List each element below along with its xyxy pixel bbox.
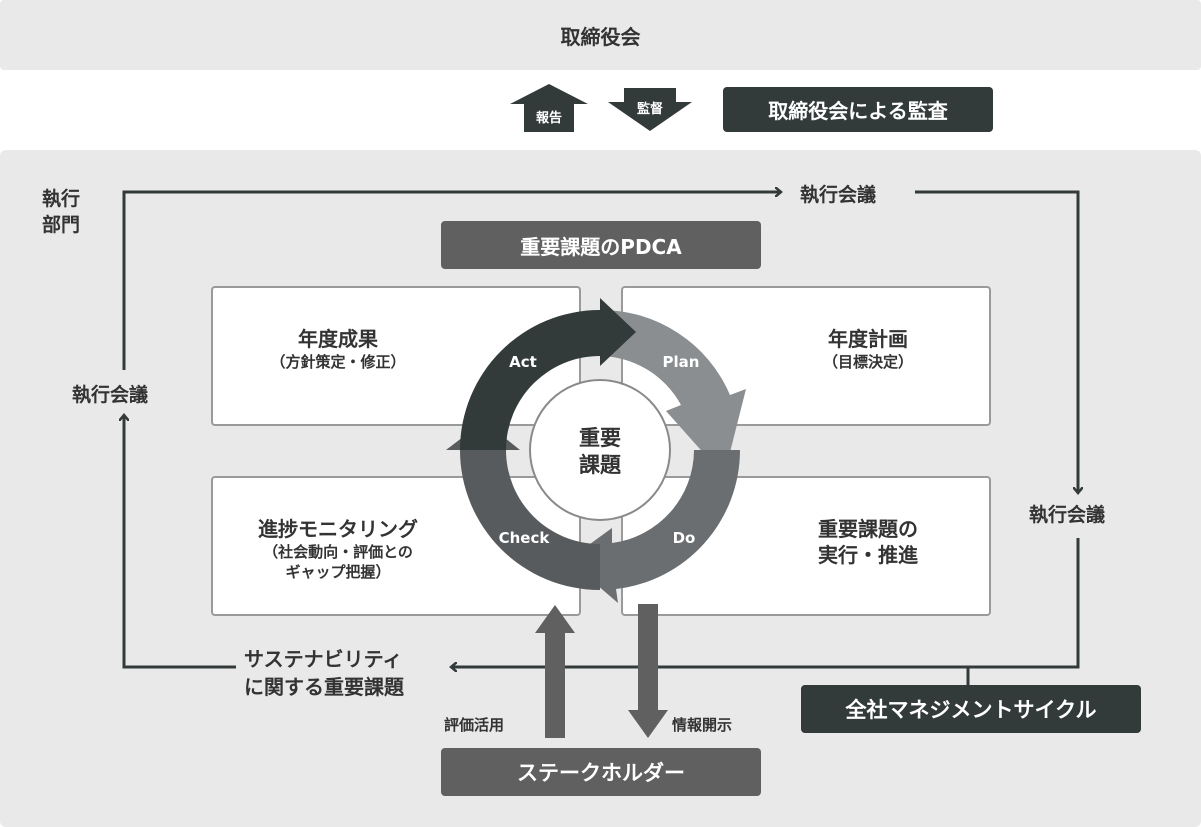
pdca-title-text: 重要課題のPDCA xyxy=(520,234,682,259)
cycle-line-bottom xyxy=(452,538,1080,667)
cycle-line-top xyxy=(122,192,780,370)
execution-promotion-line2: 実行・推進 xyxy=(818,543,918,567)
annual-plan-sub: （目標決定） xyxy=(822,353,913,371)
executive-meeting-top: 執行会議 xyxy=(800,184,877,206)
board-title: 取締役会 xyxy=(560,24,641,49)
evaluation-use-label: 評価活用 xyxy=(444,716,505,734)
pdca-cycle: 重要 課題 Act Plan Check Do xyxy=(446,298,746,603)
sustainability-line2: に関する重要課題 xyxy=(244,675,404,699)
stakeholder-arrows xyxy=(535,604,668,738)
stakeholders-text: ステークホルダー xyxy=(517,761,685,785)
progress-monitoring-sub2: ギャップ把握） xyxy=(285,563,391,581)
execution-promotion-line1: 重要課題の xyxy=(818,517,918,541)
stakeholders-box: ステークホルダー xyxy=(441,748,761,796)
sustainability-issues-label: サステナビリティ に関する重要課題 xyxy=(244,645,404,701)
plan-segment xyxy=(600,309,746,476)
annual-plan-title: 年度計画 xyxy=(828,327,908,351)
board-of-directors-band: 取締役会 xyxy=(0,0,1201,70)
supervise-arrow-down xyxy=(608,88,692,131)
core-issues-circle xyxy=(529,379,671,521)
cycle-line-left xyxy=(124,416,236,669)
board-audit-label: 取締役会による監査 xyxy=(723,87,993,132)
annual-results-sub: （方針策定・修正） xyxy=(270,353,406,371)
act-label: Act xyxy=(509,353,537,371)
check-segment xyxy=(446,421,600,590)
do-label: Do xyxy=(673,529,696,547)
disclosure-label: 情報開示 xyxy=(672,716,733,734)
report-supervise-arrows: 報告 監督 xyxy=(510,84,692,132)
center-line1: 重要 xyxy=(579,426,621,450)
act-segment xyxy=(460,298,636,450)
check-label: Check xyxy=(499,529,551,547)
cycle-line-right xyxy=(915,190,1078,492)
progress-monitoring-sub1: （社会動向・評価との xyxy=(263,543,413,561)
center-line2: 課題 xyxy=(579,453,622,477)
department-line1: 執行 xyxy=(42,188,81,210)
execution-department-label: 執行 部門 xyxy=(42,186,80,238)
management-cycle-lines xyxy=(0,150,1201,686)
department-line2: 部門 xyxy=(42,214,81,236)
evaluation-arrow-up xyxy=(535,605,575,738)
pdca-title: 重要課題のPDCA xyxy=(441,221,761,269)
report-label: 報告 xyxy=(536,110,562,126)
board-audit-text: 取締役会による監査 xyxy=(768,99,948,123)
company-management-cycle-text: 全社マネジメントサイクル xyxy=(845,698,1097,722)
do-segment xyxy=(568,450,740,603)
annual-results-title: 年度成果 xyxy=(298,327,378,351)
progress-monitoring-title: 進捗モニタリング xyxy=(258,517,418,541)
sustainability-line1: サステナビリティ xyxy=(244,647,403,671)
report-arrow-up xyxy=(510,84,588,132)
executive-meeting-left: 執行会議 xyxy=(72,384,149,406)
plan-label: Plan xyxy=(663,353,700,371)
progress-monitoring-box: 進捗モニタリング （社会動向・評価との ギャップ把握） xyxy=(211,476,581,616)
disclosure-arrow-down xyxy=(628,604,668,738)
company-management-cycle-label: 全社マネジメントサイクル xyxy=(801,685,1141,733)
supervise-label: 監督 xyxy=(637,101,663,117)
executive-meeting-right: 執行会議 xyxy=(1029,504,1106,526)
